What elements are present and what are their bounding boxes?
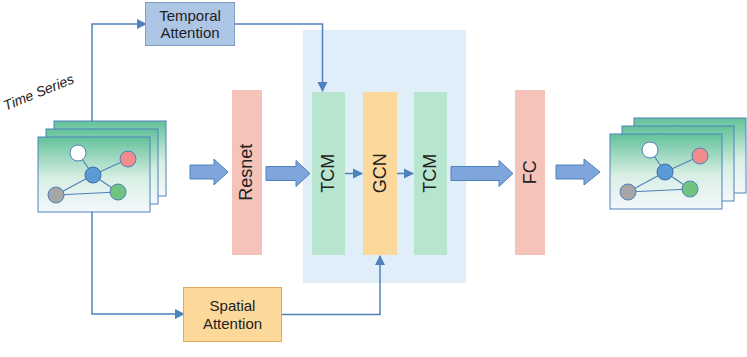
node-text: Temporal Attention	[146, 7, 234, 42]
node-text: Resnet	[237, 144, 258, 201]
input-graphs	[38, 121, 166, 212]
node-text: TCM	[420, 154, 441, 193]
node-text: Spatial Attention	[184, 297, 281, 332]
flow-arrow	[235, 24, 323, 91]
gcn-block: GCN	[363, 92, 397, 255]
block-arrow	[556, 159, 600, 185]
node-text: GCN	[370, 154, 391, 194]
output-graphs	[610, 118, 746, 209]
tcm-block: TCM	[312, 92, 345, 255]
node-text: FC	[520, 161, 541, 185]
tcm-block: TCM	[414, 92, 447, 255]
attention-box: Temporal Attention	[145, 2, 235, 46]
block-arrow	[266, 161, 310, 187]
attention-box: Spatial Attention	[183, 287, 282, 342]
resnet-block: Resnet	[232, 90, 262, 255]
model-panel	[303, 30, 466, 283]
flow-arrow	[397, 173, 413, 175]
series-label: Time Series	[1, 71, 76, 114]
block-arrow	[190, 159, 228, 185]
flow-arrow	[282, 256, 380, 315]
fc-block: FC	[515, 90, 545, 255]
node-text: TCM	[318, 154, 339, 193]
block-arrow	[451, 161, 513, 187]
input-line-top	[92, 24, 146, 121]
input-line-bottom	[92, 212, 184, 314]
flow-arrow	[345, 173, 362, 175]
